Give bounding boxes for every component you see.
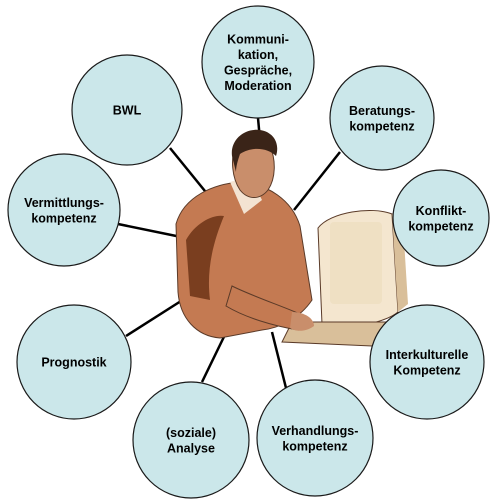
topic-circle-beratung	[330, 66, 434, 170]
topic-label-verhandlung: Verhandlungs-	[272, 424, 359, 438]
topic-analyse: (soziale)Analyse	[133, 382, 249, 498]
topic-label-bwl: BWL	[113, 104, 142, 118]
topic-label-beratung: kompetenz	[349, 119, 414, 133]
topic-label-kommunikation: Gespräche,	[224, 63, 292, 77]
topic-circle-konflikt	[393, 170, 489, 266]
topic-label-prognostik: Prognostik	[41, 356, 106, 370]
topic-label-vermittlung: kompetenz	[31, 211, 96, 225]
topic-konflikt: Konflikt-kompetenz	[393, 170, 489, 266]
topic-label-beratung: Beratungs-	[349, 104, 415, 118]
topic-label-interkulturell: Kompetenz	[393, 363, 460, 377]
hand-shape	[290, 312, 314, 331]
topic-vermittlung: Vermittlungs-kompetenz	[8, 154, 120, 266]
topic-label-konflikt: Konflikt-	[416, 204, 467, 218]
topic-beratung: Beratungs-kompetenz	[330, 66, 434, 170]
topic-label-analyse: Analyse	[167, 441, 215, 455]
topic-label-verhandlung: kompetenz	[282, 439, 347, 453]
connector-line-beratung	[294, 152, 340, 210]
topic-circle-interkulturell	[370, 305, 484, 419]
topic-kommunikation: Kommuni-kation,Gespräche, Moderation	[202, 6, 314, 118]
topic-circle-kommunikation	[202, 6, 314, 118]
topic-label-vermittlung: Vermittlungs-	[24, 196, 104, 210]
topic-bwl: BWL	[72, 55, 182, 165]
topic-circle-verhandlung	[257, 380, 373, 496]
topic-circle-analyse	[133, 382, 249, 498]
topic-circle-vermittlung	[8, 154, 120, 266]
topic-label-kommunikation: Kommuni-	[227, 32, 289, 46]
topic-prognostik: Prognostik	[17, 305, 131, 419]
topic-label-kommunikation: kation,	[238, 48, 278, 62]
topic-label-kommunikation: Moderation	[224, 79, 291, 93]
topic-label-analyse: (soziale)	[166, 426, 216, 440]
topic-verhandlung: Verhandlungs-kompetenz	[257, 380, 373, 496]
topic-label-konflikt: kompetenz	[408, 219, 473, 233]
monitor-screen	[330, 222, 382, 304]
topic-label-interkulturell: Interkulturelle	[386, 348, 469, 362]
